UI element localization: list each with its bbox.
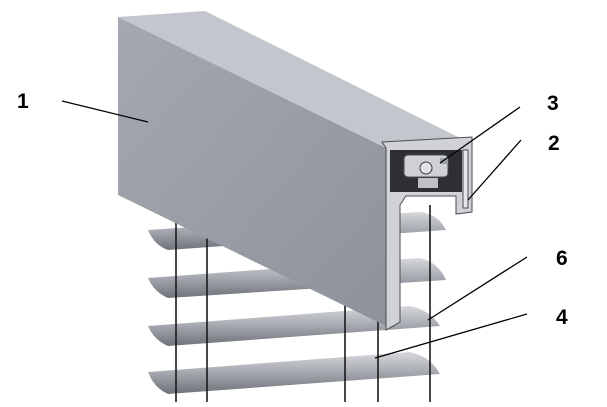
leader-lines — [61, 100, 528, 359]
callout-3: 3 — [547, 92, 559, 115]
callout-1: 1 — [17, 90, 29, 113]
callout-6: 6 — [556, 247, 568, 270]
callout-4: 4 — [556, 306, 568, 329]
leader-2 — [467, 139, 522, 201]
leader-1 — [61, 100, 149, 123]
callout-2: 2 — [548, 132, 560, 155]
leader-6 — [427, 256, 528, 321]
headrail-mechanism — [403, 154, 449, 188]
leader-3 — [439, 106, 521, 164]
slat-4 — [148, 352, 440, 394]
leader-4 — [374, 313, 528, 359]
head-rail-housing — [118, 11, 473, 331]
